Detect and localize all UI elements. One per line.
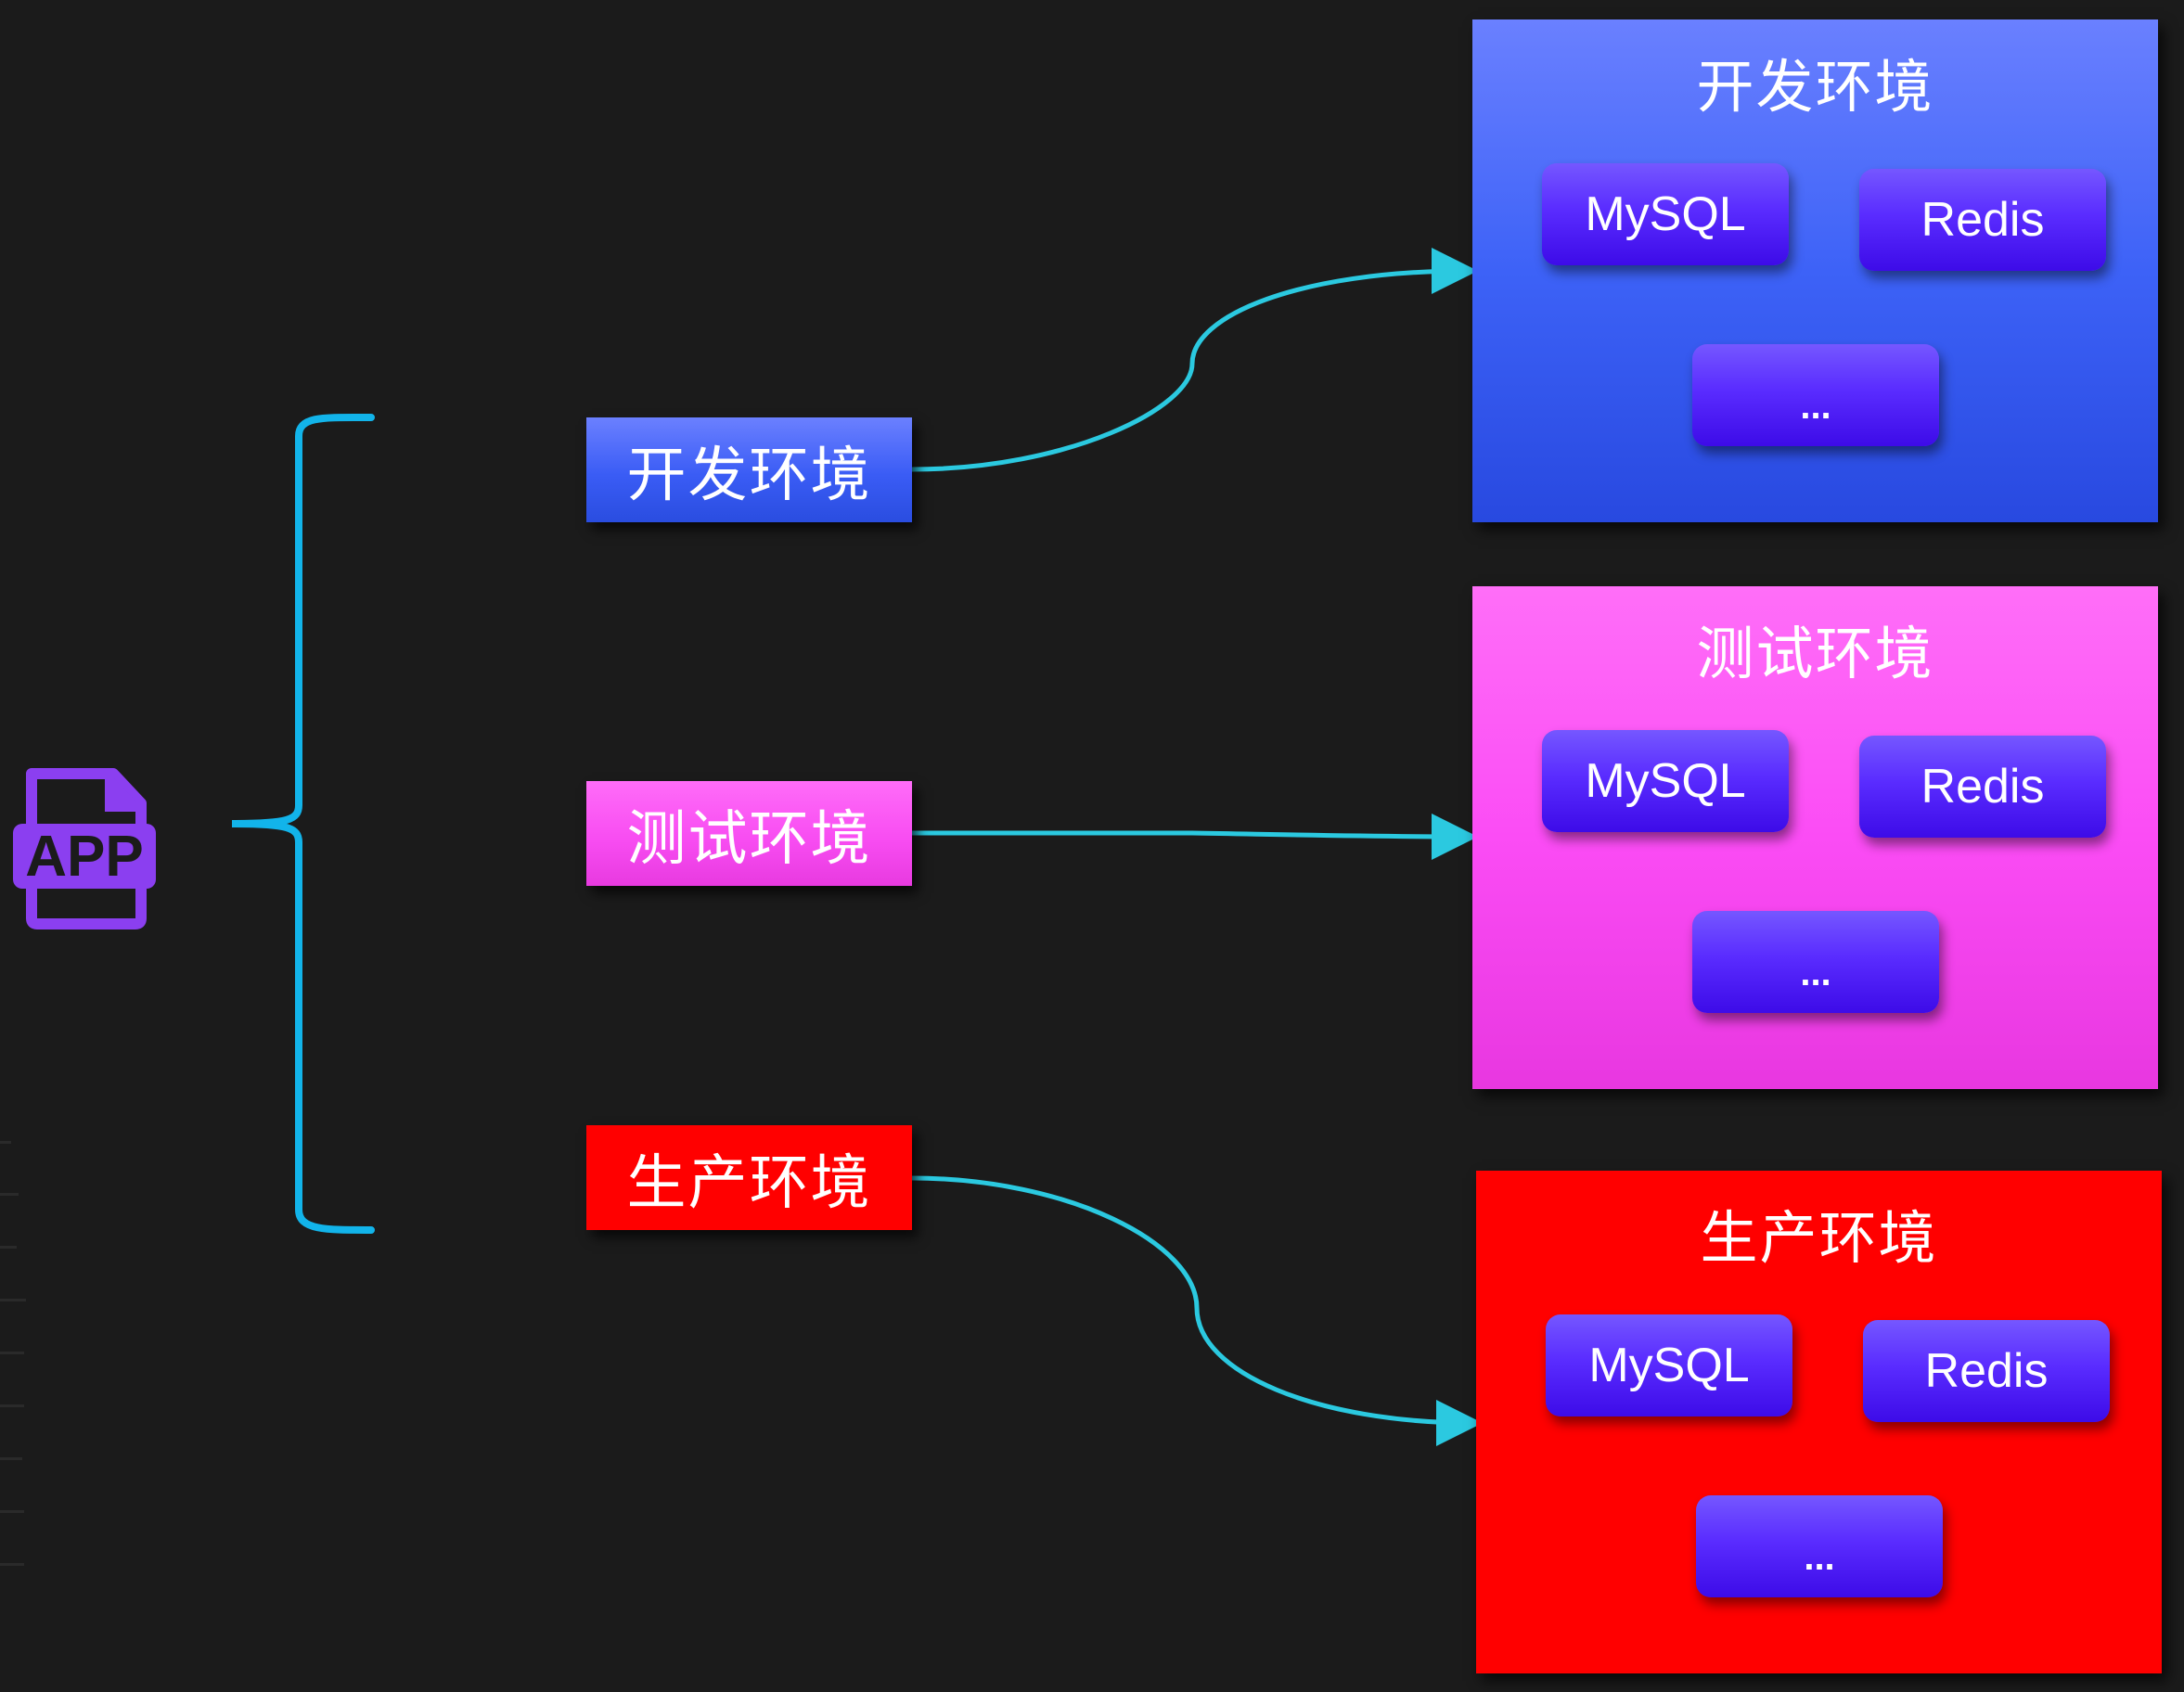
env-label-test[interactable]: 测试环境 bbox=[586, 781, 912, 886]
service-more[interactable]: ... bbox=[1692, 344, 1939, 446]
service-mysql[interactable]: MySQL bbox=[1542, 730, 1789, 832]
service-redis[interactable]: Redis bbox=[1859, 169, 2106, 271]
app-file-icon: APP bbox=[9, 766, 158, 929]
env-label-prod[interactable]: 生产环境 bbox=[586, 1125, 912, 1230]
service-redis[interactable]: Redis bbox=[1859, 736, 2106, 838]
arrow-test bbox=[912, 813, 1478, 860]
service-more[interactable]: ... bbox=[1692, 911, 1939, 1013]
env-box-dev: 开发环境 MySQL Redis ... bbox=[1472, 19, 2158, 522]
service-mysql[interactable]: MySQL bbox=[1542, 163, 1789, 265]
arrow-prod bbox=[911, 1175, 1483, 1446]
service-more[interactable]: ... bbox=[1696, 1495, 1943, 1597]
service-redis[interactable]: Redis bbox=[1863, 1320, 2110, 1422]
service-mysql[interactable]: MySQL bbox=[1546, 1314, 1792, 1416]
env-box-test: 测试环境 MySQL Redis ... bbox=[1472, 586, 2158, 1089]
arrow-dev bbox=[911, 248, 1478, 472]
curly-brace bbox=[231, 413, 375, 1234]
env-box-title: 测试环境 bbox=[1696, 620, 1934, 687]
env-box-title: 生产环境 bbox=[1700, 1204, 1938, 1272]
env-box-title: 开发环境 bbox=[1696, 53, 1934, 121]
app-icon-label: APP bbox=[25, 825, 143, 889]
env-box-prod: 生产环境 MySQL Redis ... bbox=[1476, 1171, 2162, 1673]
env-label-dev[interactable]: 开发环境 bbox=[586, 417, 912, 522]
